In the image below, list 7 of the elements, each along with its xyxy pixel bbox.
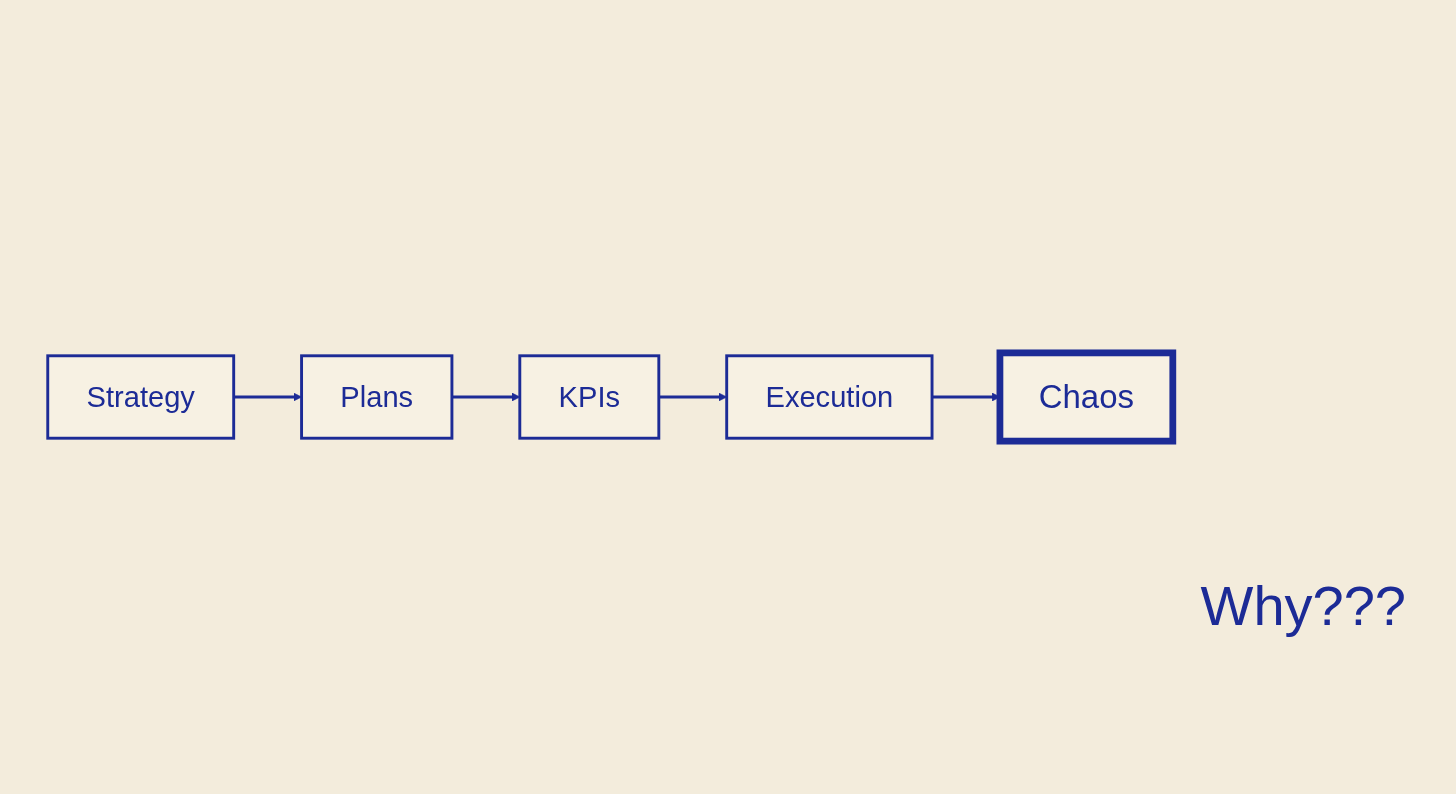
node-box: KPIs	[518, 354, 661, 440]
arrow	[233, 392, 302, 402]
handwritten-note: Why???	[1200, 573, 1406, 638]
node-box: Chaos	[996, 349, 1177, 445]
node-box: Plans	[300, 354, 454, 440]
node-box: Strategy	[46, 354, 236, 440]
node-box: Execution	[725, 354, 934, 440]
